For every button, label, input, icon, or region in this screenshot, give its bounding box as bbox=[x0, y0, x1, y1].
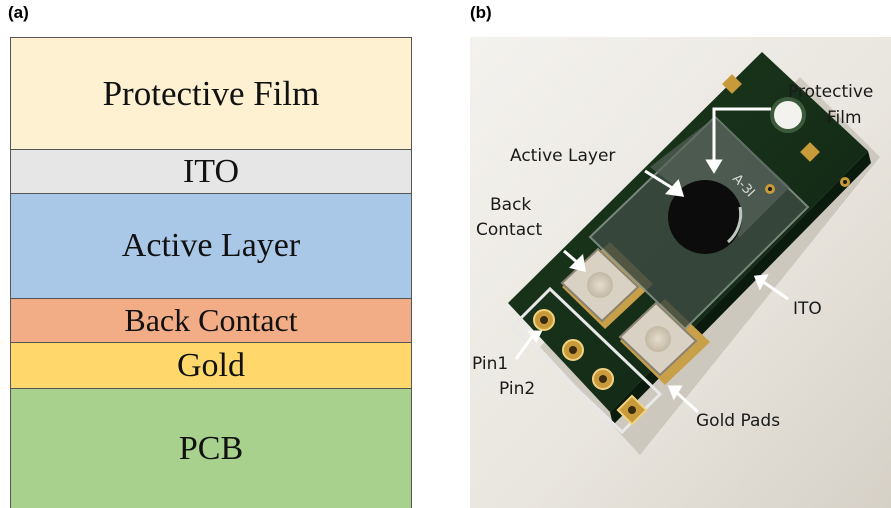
panel-b-label: (b) bbox=[470, 3, 492, 22]
annotation-ito: ITO bbox=[793, 299, 822, 319]
layer-stack-diagram: Protective Film ITO Active Layer Back Co… bbox=[10, 37, 414, 508]
device-photo: A-3I Protective Film Activ bbox=[470, 37, 891, 508]
annotation-gold-pads: Gold Pads bbox=[696, 411, 781, 431]
annotation-pin1: Pin1 bbox=[472, 354, 509, 374]
arrow-protective-film bbox=[712, 107, 771, 165]
annotation-protective: Protective bbox=[788, 82, 874, 102]
layer-back-contact: Back Contact bbox=[10, 298, 412, 343]
protective-film bbox=[650, 117, 790, 237]
arrow-gold-pads bbox=[674, 390, 700, 414]
layer-protective-film: Protective Film bbox=[10, 37, 412, 150]
pin-header-outline bbox=[509, 286, 663, 435]
mount-hole bbox=[770, 97, 806, 133]
panel-a-label: (a) bbox=[8, 3, 29, 22]
arrow-ito bbox=[761, 279, 789, 301]
annotation-film: Film bbox=[827, 108, 862, 128]
arrow-active-layer bbox=[644, 169, 675, 191]
layer-active-layer: Active Layer bbox=[10, 193, 412, 299]
layer-ito: ITO bbox=[10, 149, 412, 194]
annotation-active-layer: Active Layer bbox=[510, 146, 616, 166]
layer-pcb: PCB bbox=[10, 388, 412, 508]
annotation-contact: Contact bbox=[476, 220, 543, 240]
annotation-pin2: Pin2 bbox=[499, 379, 536, 399]
layer-gold: Gold bbox=[10, 342, 412, 389]
annotation-back: Back bbox=[490, 195, 532, 215]
arrow-pin1 bbox=[514, 333, 536, 360]
active-layer-dot bbox=[668, 180, 742, 254]
arrow-back-contact bbox=[563, 249, 579, 265]
